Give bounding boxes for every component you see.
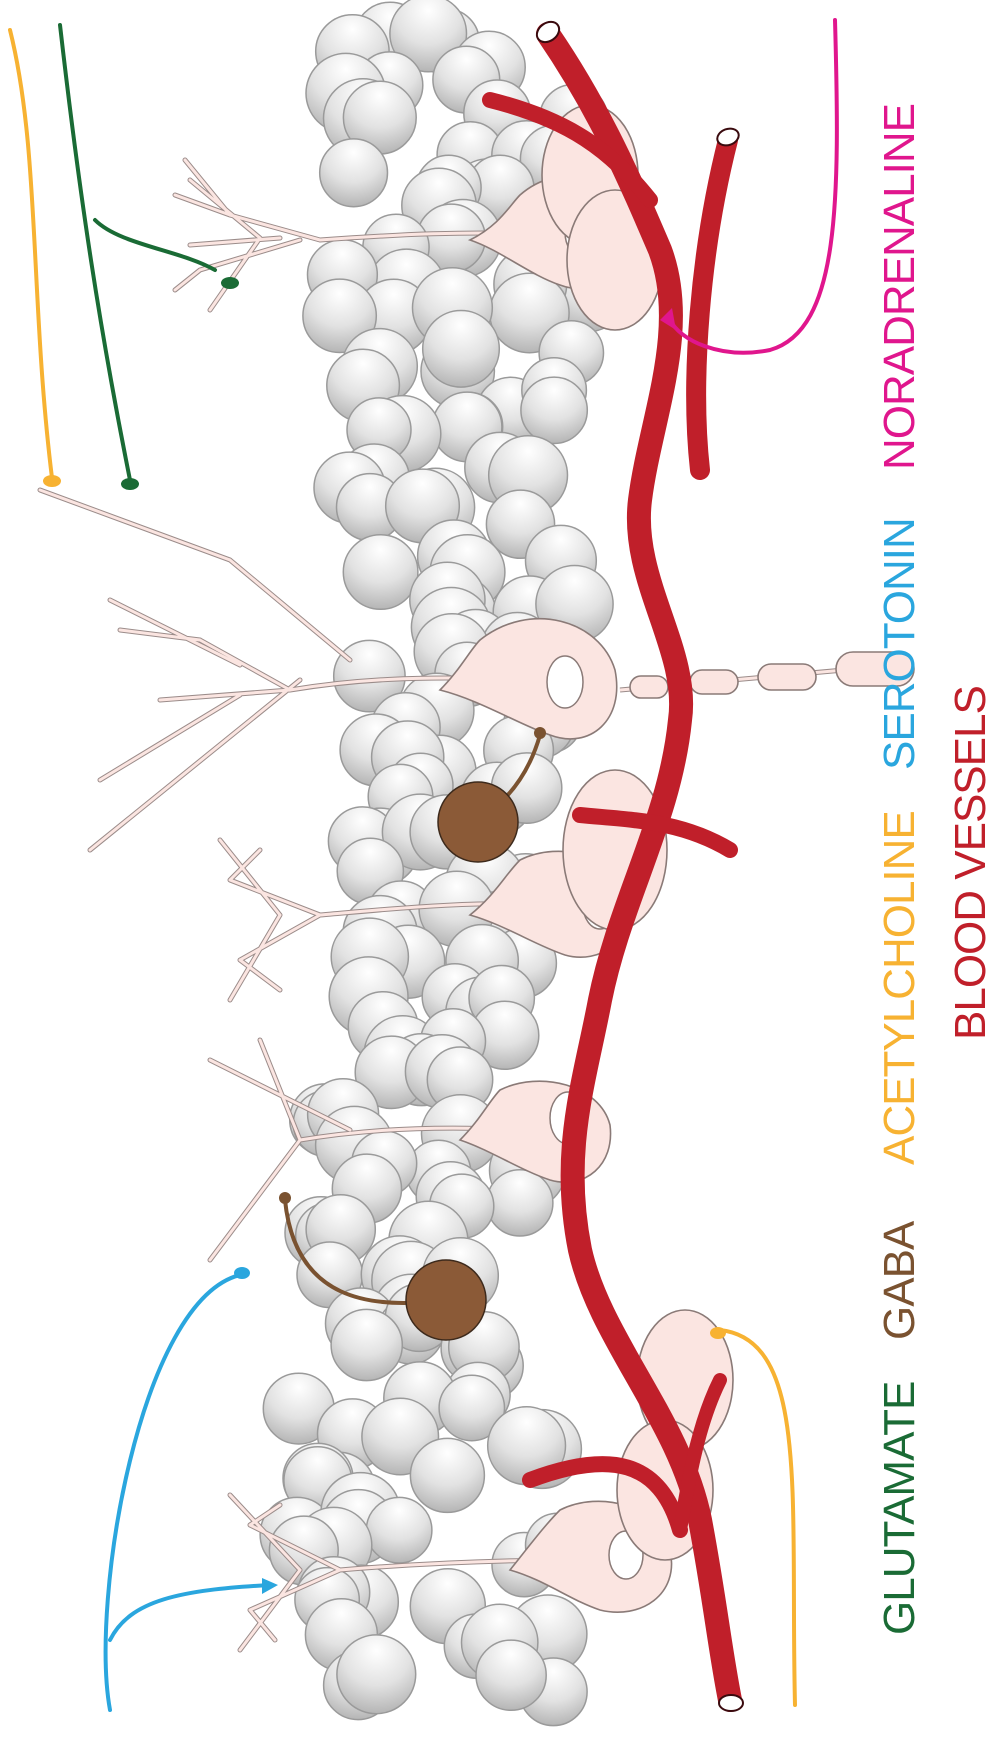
granule-cell	[331, 1309, 402, 1380]
granule-cell	[521, 377, 587, 443]
gaba-interneuron	[406, 1260, 486, 1340]
varicosity	[630, 676, 668, 698]
granule-cell	[476, 1640, 546, 1710]
serotonin-fibre	[106, 1275, 240, 1710]
granule-cell	[366, 1497, 432, 1563]
legend-gaba: GABA	[875, 1220, 924, 1340]
legend-glutamate: GLUTAMATE	[875, 1382, 924, 1635]
granule-cell	[320, 139, 388, 207]
legend-acetylcholine: ACETYLCHOLINE	[875, 811, 924, 1165]
acetylcholine-fibre	[10, 30, 52, 478]
legend-noradrenaline: NORADRENALINE	[875, 104, 924, 470]
granule-cell	[343, 535, 418, 610]
granule-cell	[337, 1635, 416, 1714]
varicosity	[690, 670, 738, 694]
nucleus	[547, 656, 583, 708]
legend-blood-vessels: BLOOD VESSELS	[946, 686, 991, 1040]
varicosity	[758, 664, 816, 690]
legend: GLUTAMATE GABA ACETYLCHOLINE SEROTONIN N…	[875, 104, 991, 1635]
vessel-opening	[719, 1695, 743, 1711]
granule-cell	[487, 1170, 553, 1236]
serotonin-fibre-branch	[110, 1585, 270, 1640]
gaba-interneuron	[438, 782, 518, 862]
legend-serotonin: SEROTONIN	[875, 518, 924, 770]
glutamate-fibre	[60, 25, 130, 480]
granule-cell	[410, 1438, 484, 1512]
granule-cell	[423, 311, 500, 388]
